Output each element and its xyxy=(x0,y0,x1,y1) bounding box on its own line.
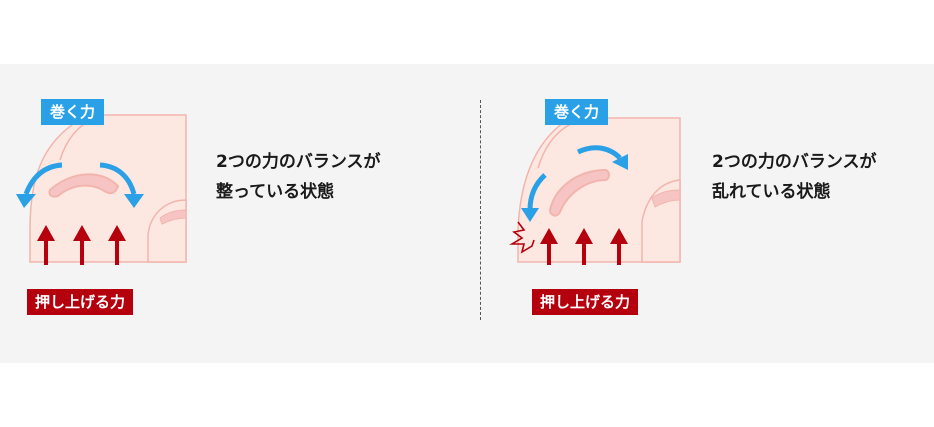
balanced-scene: 巻く力 押し上げる力 xyxy=(0,0,300,330)
curl-arrow-right-head xyxy=(124,194,144,208)
imbalanced-scene: 巻く力 押し上げる力 xyxy=(500,0,800,330)
section-divider xyxy=(480,100,481,320)
imbalanced-caption-line2: 乱れている状態 xyxy=(712,182,831,202)
balanced-caption: 2つの力のバランスが 整っている状態 xyxy=(216,147,381,207)
curl-arrow-left xyxy=(527,173,547,211)
curl-arrow-left-head xyxy=(16,194,36,208)
imbalanced-toe-illustration xyxy=(509,117,681,265)
balanced-caption-line2: 整っている状態 xyxy=(216,182,335,202)
curl-arrow-right xyxy=(99,162,137,195)
pain-burst-icon xyxy=(509,221,535,254)
pushing-force-label: 押し上げる力 xyxy=(532,289,639,315)
imbalanced-caption-line1: 2つの力のバランスが xyxy=(712,152,877,172)
nail xyxy=(48,173,120,198)
curl-arrow-right xyxy=(576,145,622,160)
curling-force-label: 巻く力 xyxy=(41,99,105,125)
balanced-toe-illustration xyxy=(16,114,187,265)
curl-arrow-left xyxy=(23,162,63,195)
toe-shape xyxy=(517,117,681,263)
neighbour-nail xyxy=(159,209,187,225)
push-arrows xyxy=(540,228,628,265)
pushing-force-label: 押し上げる力 xyxy=(27,289,134,315)
curl-arrow-right-head xyxy=(612,154,628,170)
curling-force-label: 巻く力 xyxy=(545,99,609,125)
balanced-caption-line1: 2つの力のバランスが xyxy=(216,152,381,172)
neighbour-nail xyxy=(651,189,681,208)
imbalanced-caption: 2つの力のバランスが 乱れている状態 xyxy=(712,147,877,207)
curl-arrow-left-head xyxy=(521,208,539,222)
nail xyxy=(548,168,610,217)
push-arrows xyxy=(37,225,126,265)
